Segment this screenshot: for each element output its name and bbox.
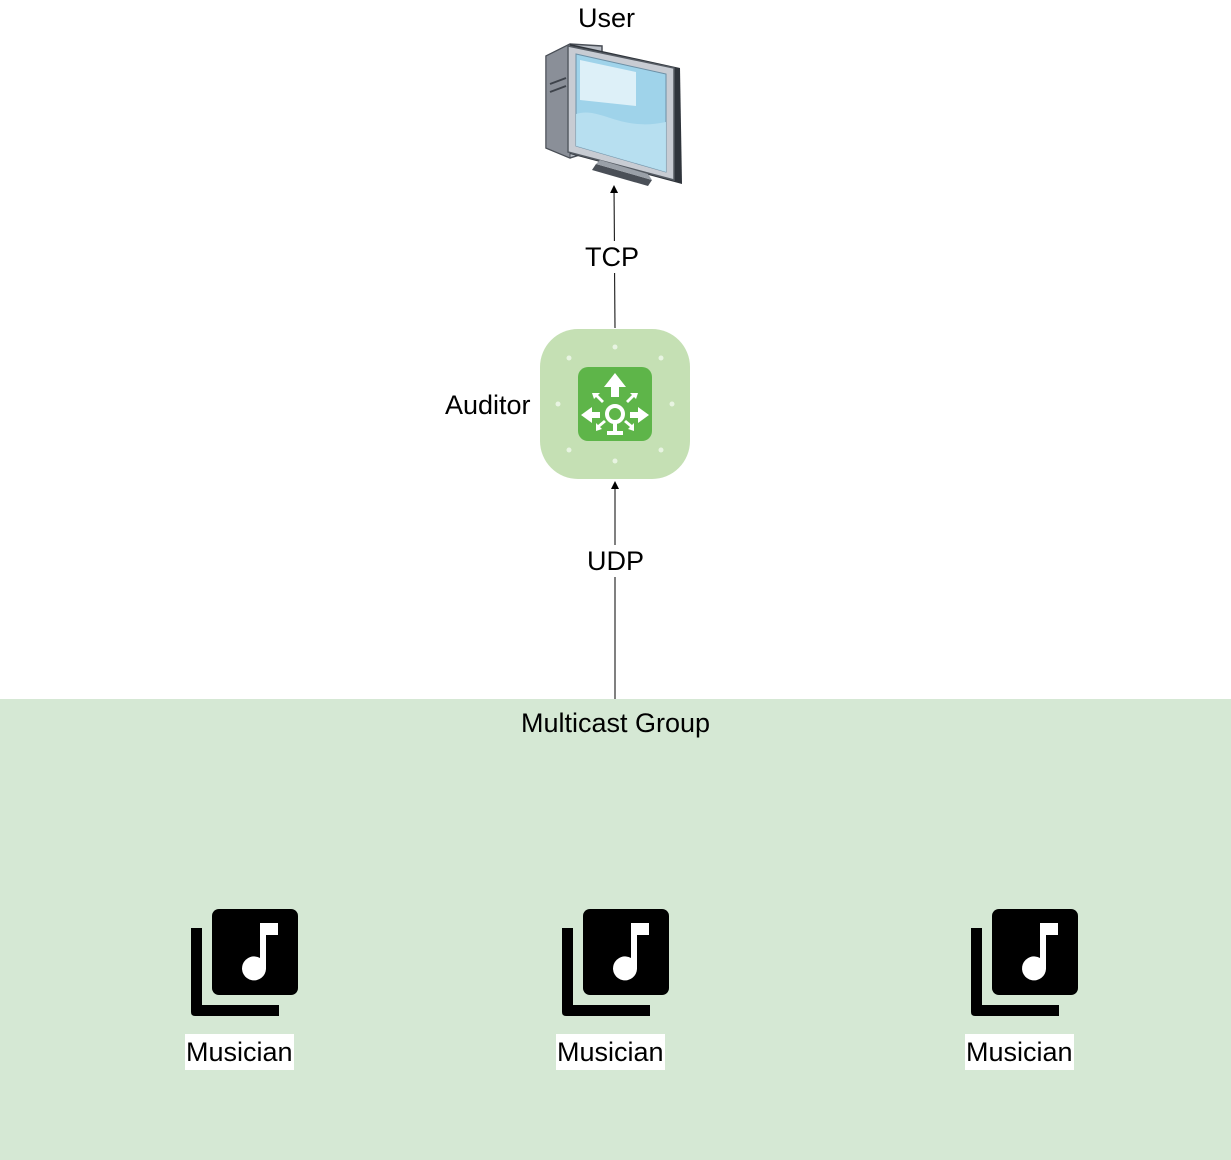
music-library-icon[interactable] [968,907,1080,1019]
auditor-dots [555,344,675,464]
auditor-label: Auditor [445,390,531,420]
auditor-tile [578,367,652,441]
music-library-icon[interactable] [559,907,671,1019]
multicast-router-icon [581,373,649,435]
user-label: User [578,3,636,33]
music-library-icon[interactable] [188,907,300,1019]
auditor-node[interactable] [540,329,690,479]
musician-label-3: Musician [965,1034,1074,1070]
multicast-group-label: Multicast Group [520,708,711,738]
musician-label-2: Musician [556,1034,665,1070]
musician-label-1: Musician [185,1034,294,1070]
edge-tcp-label: TCP [583,241,641,273]
desktop-computer-icon[interactable] [540,36,686,188]
edge-udp-label: UDP [585,545,647,577]
